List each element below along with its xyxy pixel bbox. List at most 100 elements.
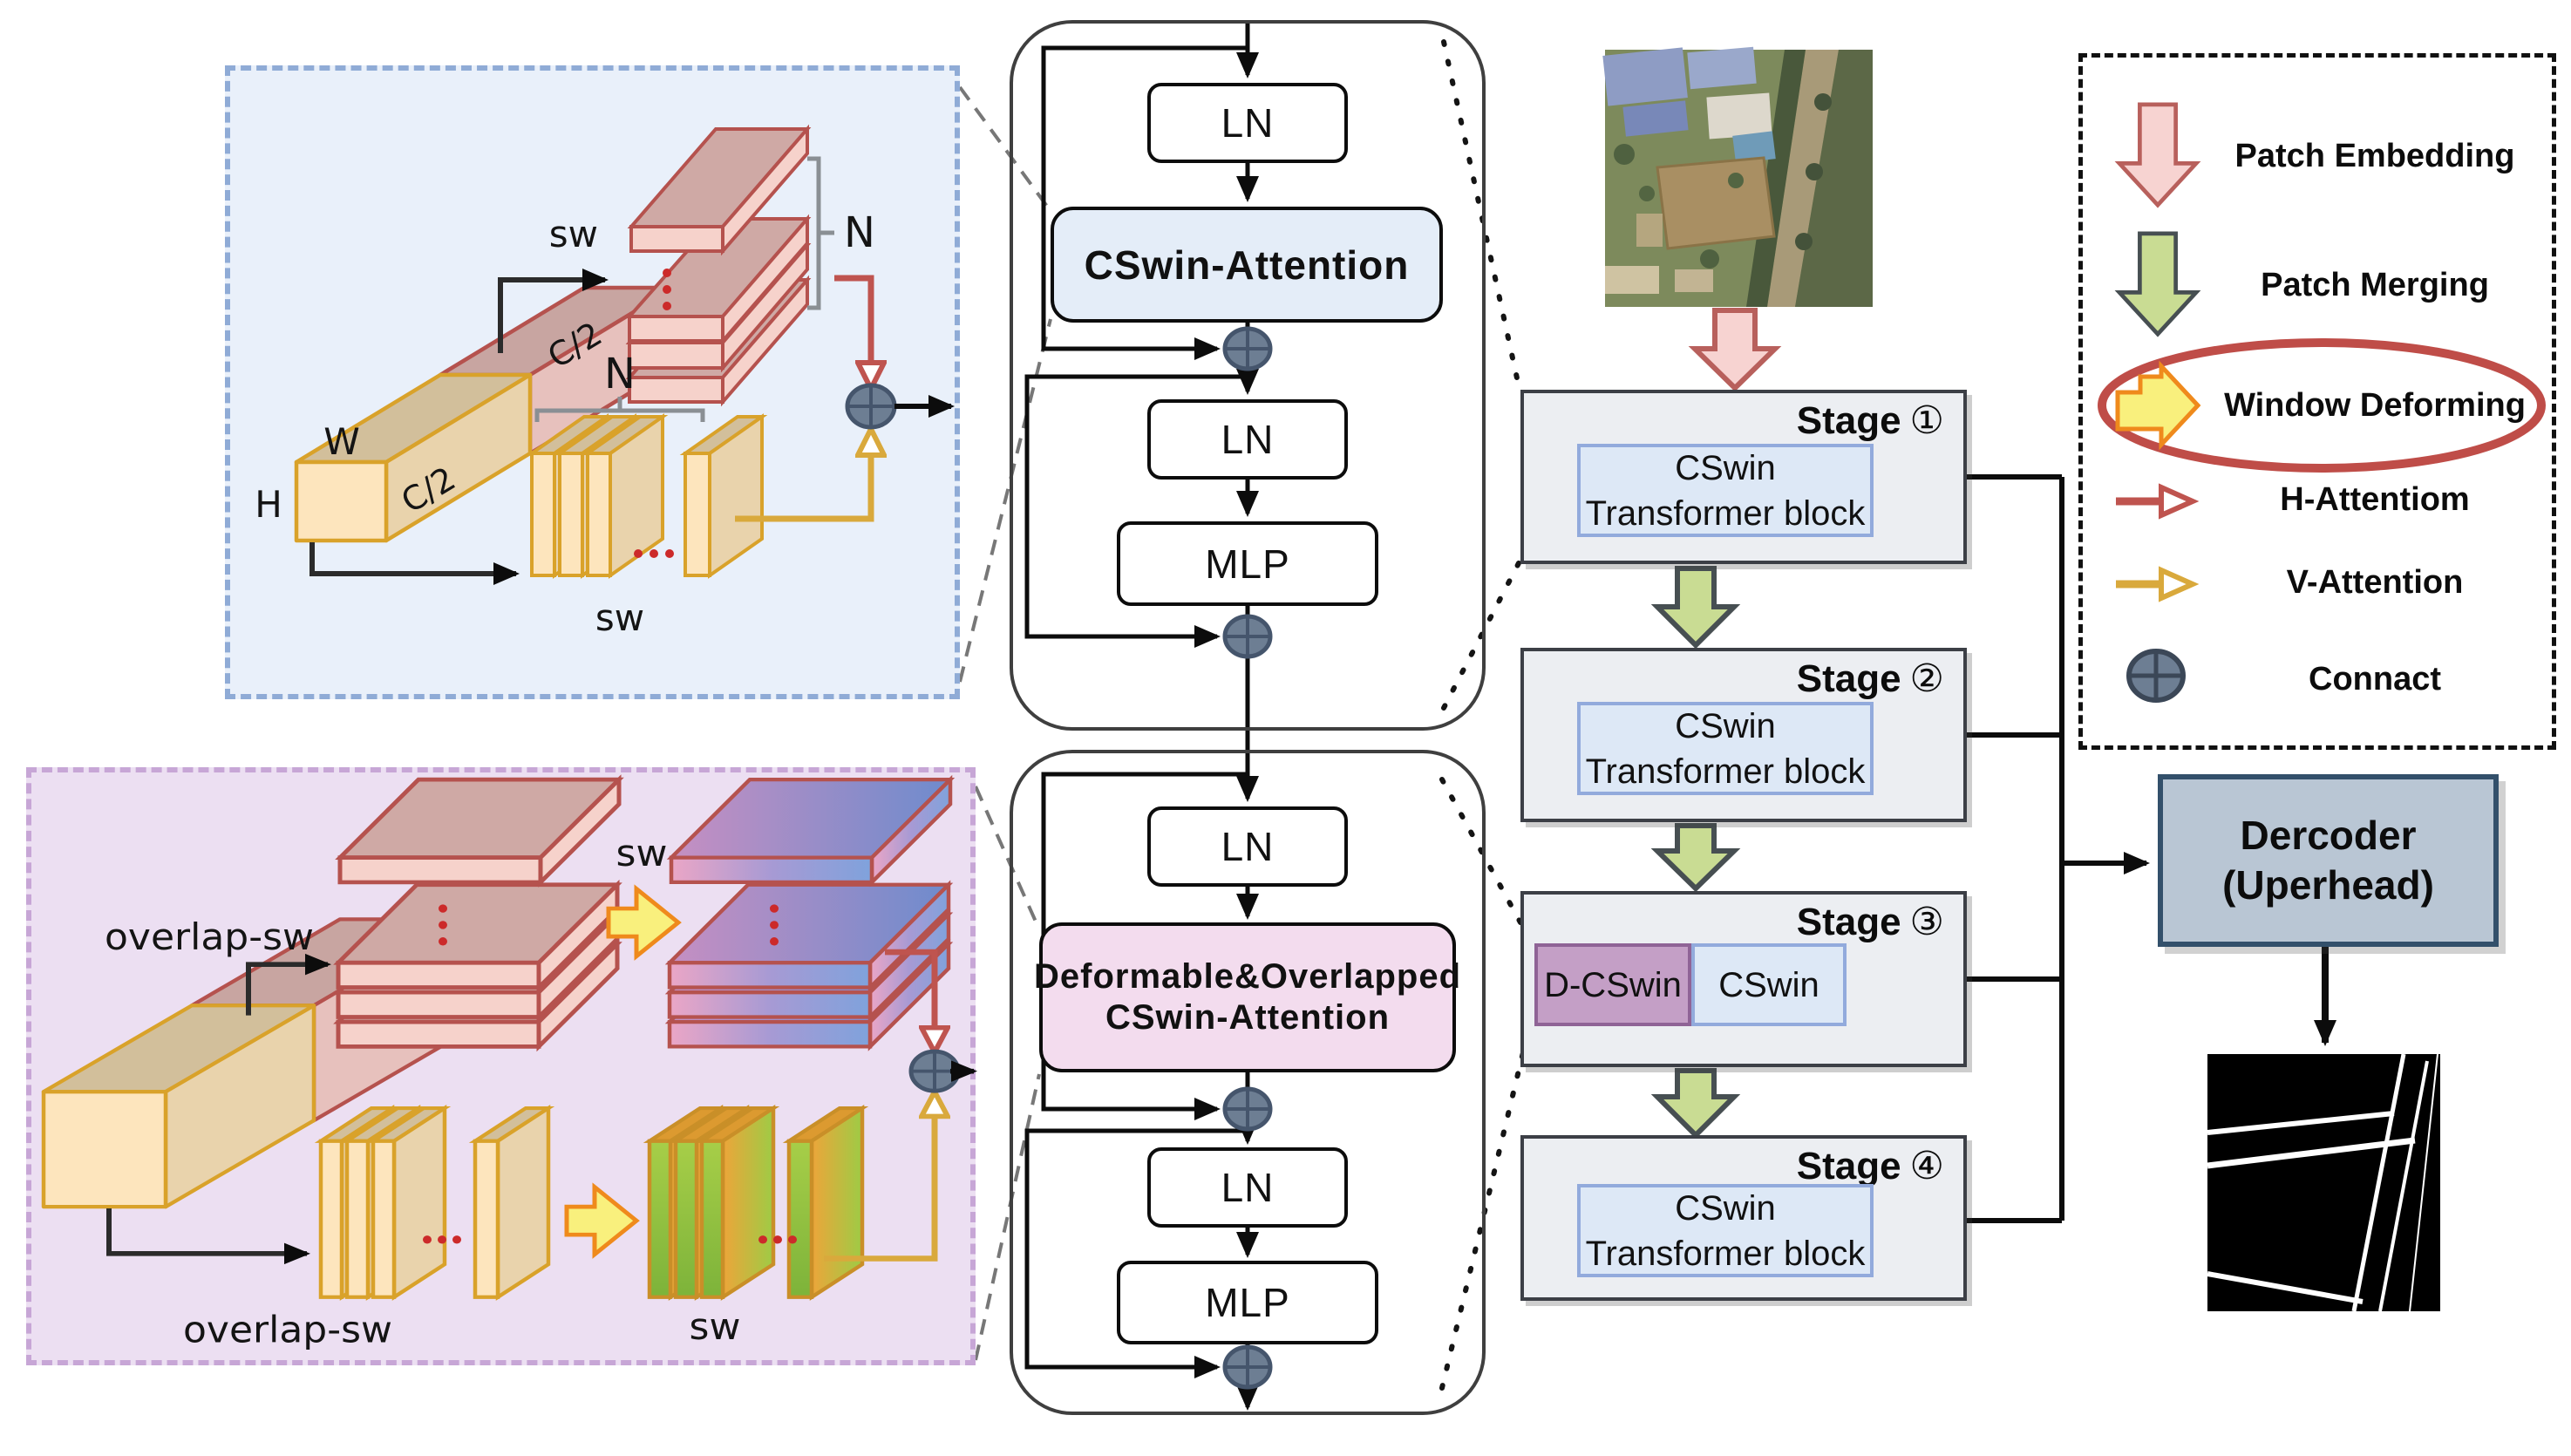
legend-item-h-attention: H-Attentiom (2083, 474, 2552, 527)
ln-box: LN (1147, 83, 1348, 163)
patch-embedding-arrow-icon (1688, 308, 1782, 392)
mlp-box: MLP (1117, 1261, 1378, 1344)
mlp-label: MLP (1205, 1280, 1290, 1325)
label-sw-top: sw (616, 833, 668, 874)
ellipsis-dots-h3 (758, 1235, 797, 1244)
stage-word: Stage (1796, 1145, 1901, 1187)
decoder-label-1: Dercoder (2240, 812, 2417, 858)
label-n-top: N (844, 208, 875, 257)
window-deforming-label: Window Deforming (2224, 387, 2526, 424)
v-window-slabs (526, 413, 768, 579)
cswin-label: CSwin (1718, 965, 1819, 1004)
feature-bus (1967, 474, 2150, 1223)
ln-label: LN (1221, 1165, 1275, 1210)
patch-embedding-label: Patch Embedding (2234, 138, 2515, 174)
ln-box: LN (1147, 1147, 1348, 1228)
ellipsis-dots-v2 (770, 904, 779, 946)
legend-item-patch-merging: Patch Merging (2083, 231, 2552, 337)
v-attention-label: V-Attention (2286, 564, 2464, 601)
v-attention-arrow (735, 432, 871, 522)
stage-4-block: CSwin Transformer block (1577, 1184, 1874, 1277)
stage-3-cswin-block: CSwin (1691, 943, 1847, 1026)
label-sw-top: sw (549, 213, 598, 255)
h-attention-arrow (834, 275, 871, 386)
h-attention-label: H-Attentiom (2280, 481, 2470, 518)
ln-box: LN (1147, 806, 1348, 887)
ln-box: LN (1147, 399, 1348, 480)
connect-node-icon (1222, 326, 1273, 1390)
input-aerial-image (1602, 46, 1873, 307)
split-arrow-top (246, 953, 331, 1016)
connect-label: Connact (2309, 661, 2441, 697)
legend-item-window-deforming: Window Deforming (2083, 360, 2552, 451)
stage-2-block-label: CSwin Transformer block (1585, 706, 1866, 791)
label-sw-bottom: sw (690, 1306, 741, 1348)
legend-item-connect: Connact (2083, 642, 2552, 711)
stage-1-block: CSwin Transformer block (1577, 444, 1874, 537)
stage-2-block: CSwin Transformer block (1577, 702, 1874, 795)
cswin-attention-label: CSwin-Attention (1084, 242, 1410, 288)
cswin-attention-box: CSwin-Attention (1051, 207, 1443, 323)
v-attention-arrow (824, 1094, 935, 1262)
d-cswin-label: D-CSwin (1544, 965, 1682, 1004)
split-arrow-bottom (106, 1208, 310, 1265)
decoder-box: Dercoder (Uperhead) (2158, 774, 2499, 947)
deform-window-graphic: overlap-sw sw (41, 774, 977, 1351)
patch-embedding-arrow-icon (2114, 102, 2201, 208)
stage-1-block-label: CSwin Transformer block (1585, 448, 1866, 533)
h-attention-arrow (885, 949, 935, 1050)
ln-label: LN (1221, 824, 1275, 869)
v-attention-arrow-icon (2116, 566, 2200, 602)
window-deforming-arrow-icon (564, 1182, 640, 1259)
stage-word: Stage (1796, 901, 1901, 943)
overlap-h-slabs (333, 774, 624, 1052)
highlight-ellipse (2098, 338, 2546, 473)
connect-node-icon (845, 383, 897, 430)
legend-item-v-attention: V-Attention (2083, 557, 2552, 609)
deformed-v-slabs (643, 1105, 869, 1301)
stage-3-dcswin-block: D-CSwin (1534, 943, 1691, 1026)
patch-merging-label: Patch Merging (2261, 267, 2489, 303)
stage-2-number: ② (1909, 657, 1944, 700)
window-deforming-arrow-icon (2115, 360, 2201, 451)
overlap-v-slabs (314, 1105, 555, 1301)
ellipsis-dots-h (634, 549, 674, 558)
deform-attention-label-1: Deformable&Overlapped (1033, 956, 1462, 996)
ln-label: LN (1221, 100, 1275, 146)
stage-3-number: ③ (1909, 901, 1944, 943)
output-mask-image (2207, 1053, 2440, 1312)
patch-merging-arrow-icon (1650, 566, 1741, 1140)
ln-label: LN (1221, 417, 1275, 462)
cross-window-attention-graphic: W H C/2 C/2 N sw (255, 124, 955, 639)
mlp-box: MLP (1117, 521, 1378, 606)
mlp-label: MLP (1205, 541, 1290, 587)
ellipsis-dots-v (663, 269, 671, 310)
stage-1-number: ① (1909, 399, 1944, 442)
h-attention-arrow-icon (2116, 483, 2200, 520)
connect-icon (2126, 649, 2186, 703)
split-arrow-bottom (309, 542, 520, 585)
deform-window-panel: overlap-sw sw (26, 767, 977, 1365)
patch-merging-arrow-icon (2114, 231, 2201, 337)
window-deforming-arrow-icon (606, 884, 682, 961)
label-w: W (323, 420, 360, 463)
label-sw-bottom: sw (595, 596, 644, 639)
stage-word: Stage (1796, 657, 1901, 700)
label-overlap-sw-top: overlap-sw (105, 916, 314, 958)
legend: Patch Embedding Patch Merging Window Def… (2078, 53, 2556, 750)
legend-item-patch-embedding: Patch Embedding (2083, 102, 2552, 208)
label-overlap-sw-bottom: overlap-sw (183, 1310, 392, 1351)
label-n-bottom: N (604, 350, 636, 398)
stage-word: Stage (1796, 399, 1901, 442)
label-h: H (255, 483, 282, 526)
deformed-h-slabs (664, 774, 956, 1051)
split-arrow-top (498, 269, 609, 353)
